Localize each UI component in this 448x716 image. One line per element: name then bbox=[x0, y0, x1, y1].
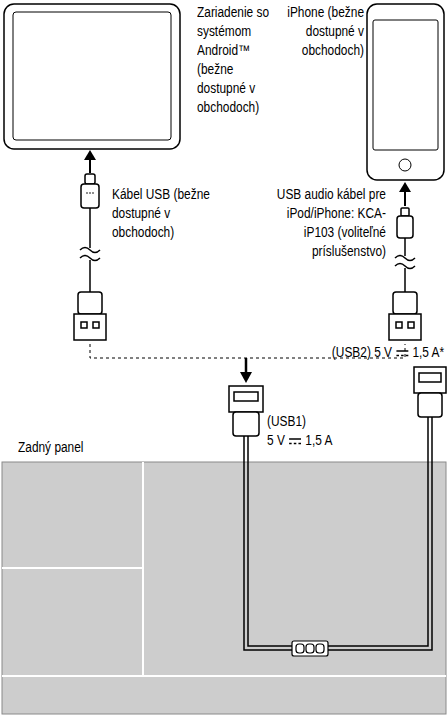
rear-panel bbox=[2, 462, 446, 714]
usb2-rating: (USB2) 5 V 1,5 A* bbox=[332, 343, 444, 362]
lightning-cable bbox=[389, 208, 421, 340]
device-label: iPhone (bežne dostupné v obchodoch) bbox=[245, 3, 364, 60]
usb1-connector bbox=[229, 386, 263, 436]
dc-symbol bbox=[288, 436, 302, 446]
rating-label: 1,5 A* bbox=[412, 343, 444, 362]
port-label: (USB2) 5 V bbox=[332, 343, 392, 362]
cable-label: USB audio kábel pre iPod/iPhone: KCA-iP1… bbox=[274, 185, 386, 261]
usb-cable bbox=[74, 174, 106, 340]
iphone-device bbox=[367, 4, 444, 180]
cable-label: Kábel USB (bežne dostupné v obchodoch) bbox=[112, 185, 214, 242]
rating-label: 1,5 A bbox=[305, 431, 332, 450]
usb1-rating: 5 V 1,5 A bbox=[267, 431, 332, 450]
rating-label: 5 V bbox=[267, 431, 285, 450]
port-label: (USB1) bbox=[267, 412, 306, 431]
panel-label: Zadný panel bbox=[18, 438, 84, 457]
android-device bbox=[4, 4, 180, 149]
usb2-connector bbox=[414, 367, 446, 417]
device-label: Zariadenie so systémom Android™ (bežne d… bbox=[197, 3, 285, 117]
wires bbox=[244, 417, 432, 650]
panel-socket bbox=[292, 641, 328, 656]
dc-symbol bbox=[395, 348, 409, 358]
down-arrow bbox=[240, 358, 252, 383]
